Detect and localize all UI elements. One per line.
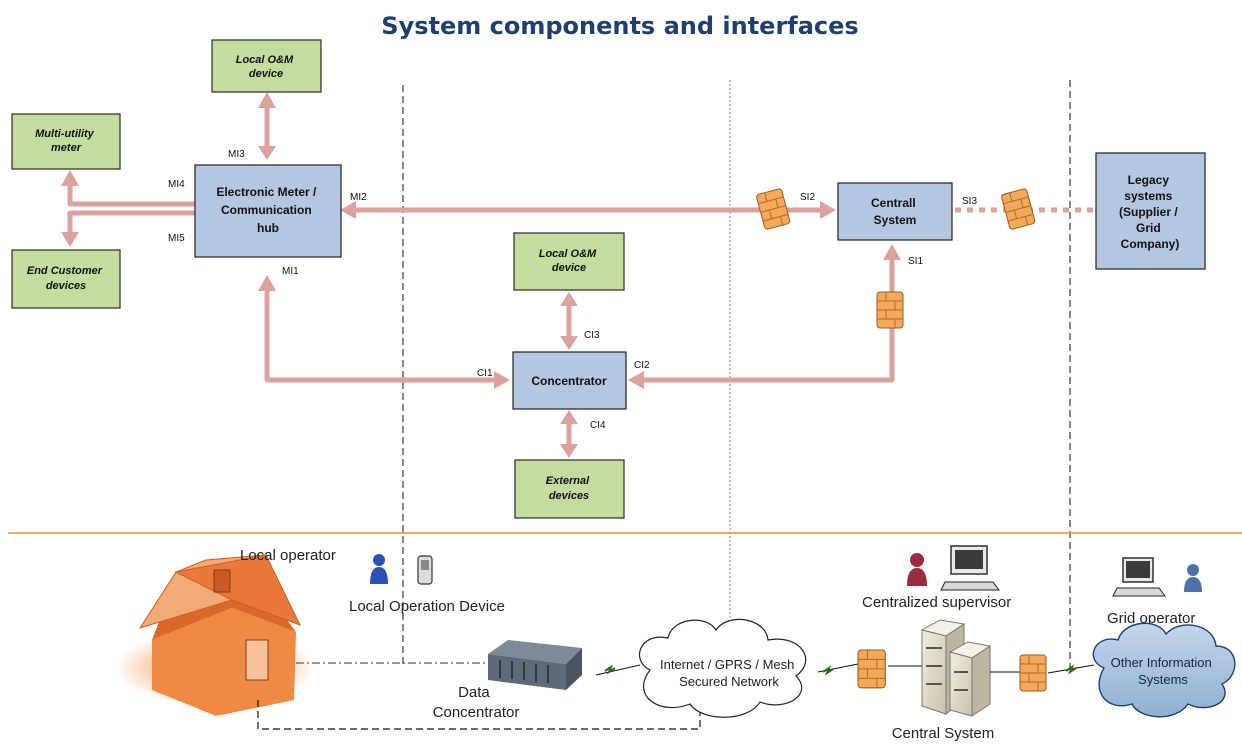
interface-mi4: MI4 xyxy=(168,179,185,190)
interface-si1: SI1 xyxy=(908,256,923,267)
interface-mi2: MI2 xyxy=(350,192,367,203)
legacy-systems-box xyxy=(1095,152,1206,270)
interface-mi3: MI3 xyxy=(228,149,245,160)
firewall-icon xyxy=(1000,187,1036,231)
interface-mi5: MI5 xyxy=(168,233,185,244)
firewall-icon xyxy=(857,649,886,689)
handheld-device-icon xyxy=(417,555,433,585)
local-operation-device-label: Local Operation Device xyxy=(349,598,505,615)
firewall-icon xyxy=(1019,654,1047,692)
interface-mi1: MI1 xyxy=(282,266,299,277)
concentrator-label: Concentrator xyxy=(531,374,607,388)
other-information-systems-label: Other Information Systems xyxy=(1111,655,1216,687)
legacy-systems-label: Legacy systems (Supplier / Grid Company) xyxy=(1119,173,1181,251)
interface-ci4: CI4 xyxy=(590,420,606,431)
interface-si3: SI3 xyxy=(962,196,977,207)
central-system-label: Centrall System xyxy=(871,196,919,227)
electronic-meter-box xyxy=(194,164,342,258)
interface-ci1: CI1 xyxy=(477,368,493,379)
multi-utility-meter-box xyxy=(11,113,121,170)
lightning-link-icon xyxy=(604,664,616,675)
end-customer-devices-box xyxy=(11,249,121,309)
user-icon xyxy=(370,554,388,584)
grid-operator-label: Grid operator xyxy=(1107,610,1195,627)
computer-icon xyxy=(940,545,1000,591)
external-devices-label: External devices xyxy=(546,475,592,502)
centralized-supervisor-label: Centralized supervisor xyxy=(862,594,1011,611)
firewall-icon xyxy=(755,187,791,231)
secured-loop-link xyxy=(257,700,701,730)
interface-si2: SI2 xyxy=(800,192,815,203)
firewall-icon xyxy=(876,291,904,329)
central-system-bottom-label: Central System xyxy=(892,725,995,742)
local-operator-label: Local operator xyxy=(240,547,336,564)
data-concentrator-label: Data Concentrator xyxy=(433,684,520,721)
local-om-device-top-label: Local O&M device xyxy=(236,54,297,80)
server-icon xyxy=(920,619,992,717)
interface-ci2: CI2 xyxy=(634,360,650,371)
page-title: System components and interfaces xyxy=(381,12,858,40)
lightning-link-icon xyxy=(1065,664,1077,675)
external-devices-box xyxy=(514,459,625,519)
local-om-device-mid-box xyxy=(513,232,625,291)
data-concentrator-device-icon xyxy=(488,640,582,690)
cloud-icon xyxy=(1092,622,1236,718)
central-system-box xyxy=(837,182,953,241)
local-om-device-top-box xyxy=(211,39,322,93)
user-icon xyxy=(907,553,927,586)
cloud-icon xyxy=(638,618,807,718)
network-label: Internet / GPRS / Mesh Secured Network xyxy=(660,657,798,689)
lightning-link-icon xyxy=(822,665,834,676)
computer-icon xyxy=(1112,557,1166,597)
multi-utility-meter-label: Multi-utility meter xyxy=(35,128,97,154)
end-customer-devices-label: End Customer devices xyxy=(27,265,105,292)
local-om-device-mid-label: Local O&M device xyxy=(539,248,600,274)
user-icon xyxy=(1184,564,1202,592)
house-icon xyxy=(115,554,315,716)
interface-arrows xyxy=(61,92,1095,458)
electronic-meter-label: Electronic Meter / Communication hub xyxy=(216,185,319,235)
interface-ci3: CI3 xyxy=(584,330,600,341)
concentrator-box xyxy=(512,351,627,410)
